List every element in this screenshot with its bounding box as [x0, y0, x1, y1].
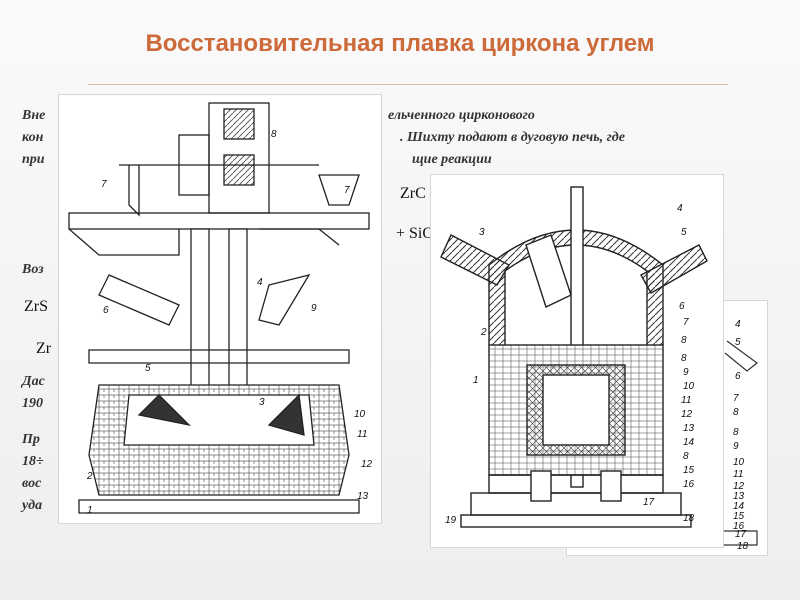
- paragraph-fragment-2: . Шихту подают в дуговую печь, где: [400, 130, 625, 145]
- right-figure-callout-3: 3: [479, 227, 485, 238]
- small-figure-callout-8: 8: [733, 427, 739, 438]
- right-figure-callout-12: 12: [681, 409, 693, 420]
- paragraph-line-9: вос: [22, 476, 42, 491]
- small-figure-callout-15: 15: [733, 511, 745, 522]
- figure-left-furnace: 8 7 7 6 4 9 5 3 10 11 12 13 2 1: [58, 94, 382, 524]
- paragraph-line-5: Дас: [22, 374, 45, 389]
- right-figure-callout-6: 6: [679, 301, 685, 312]
- formula-zrs: ZrS: [24, 298, 48, 315]
- paragraph-line-4: Воз: [22, 262, 44, 277]
- right-figure-callout-18: 18: [683, 513, 695, 524]
- left-figure-callout-6: 6: [103, 305, 109, 316]
- right-figure-callout-8: 8: [681, 353, 687, 364]
- small-figure-callout-9: 9: [733, 441, 739, 452]
- left-figure-callout-3: 3: [259, 397, 265, 408]
- left-figure-callout-7: 7: [344, 185, 350, 196]
- paragraph-line-3: при: [22, 152, 45, 167]
- right-figure-callout-9: 9: [683, 367, 689, 378]
- right-figure-callout-2: 2: [480, 327, 487, 338]
- left-figure-callout-4: 4: [257, 277, 263, 288]
- right-figure-callout-7: 7: [683, 317, 689, 328]
- small-figure-callout-7: 7: [733, 393, 739, 404]
- right-figure-callout-17: 17: [643, 497, 655, 508]
- paragraph-fragment-3: щие реакции: [412, 152, 492, 167]
- left-furnace-drawing: 8 7 7 6 4 9 5 3 10 11 12 13 2 1: [68, 102, 373, 516]
- left-figure-callout-10: 10: [354, 409, 366, 420]
- left-figure-callout-8: 8: [271, 129, 277, 140]
- paragraph-line-8: 18÷: [22, 454, 44, 469]
- small-figure-callout-12: 12: [733, 481, 745, 492]
- left-figure-callout-13: 13: [357, 491, 369, 502]
- small-figure-callout-17: 17: [735, 529, 747, 540]
- left-figure-callout-1: 1: [87, 505, 93, 516]
- right-figure-callout-1: 1: [473, 375, 479, 386]
- right-figure-callout-10: 10: [683, 381, 695, 392]
- paragraph-line-1: Вне: [22, 108, 46, 123]
- right-figure-callout-8: 8: [681, 335, 687, 346]
- small-figure-callout-4: 4: [735, 319, 741, 330]
- right-figure-callout-5: 5: [681, 227, 687, 238]
- small-figure-callout-5: 5: [735, 337, 741, 348]
- left-figure-callout-11: 11: [357, 429, 367, 440]
- paragraph-fragment-1: ельченного цирконового: [388, 108, 535, 123]
- right-figure-callout-16: 16: [683, 479, 695, 490]
- small-figure-callout-10: 10: [733, 457, 745, 468]
- small-figure-callout-16: 16: [733, 521, 745, 532]
- formula-zrc: ZrC: [400, 185, 426, 202]
- paragraph-line-10: уда: [22, 498, 43, 513]
- small-figure-callout-8: 8: [733, 407, 739, 418]
- formula-zr: Zr: [36, 340, 52, 357]
- left-figure-callout-2: 2: [86, 471, 93, 482]
- small-figure-callout-14: 14: [733, 501, 745, 512]
- small-figure-callout-18: 18: [737, 541, 749, 552]
- left-figure-callout-7: 7: [101, 179, 107, 190]
- paragraph-line-2: кон: [22, 130, 44, 145]
- right-figure-callout-14: 14: [683, 437, 695, 448]
- right-figure-callout-4: 4: [677, 203, 683, 214]
- left-figure-callout-12: 12: [361, 459, 373, 470]
- formula-sio: + SiO: [396, 225, 434, 242]
- right-figure-callout-15: 15: [683, 465, 695, 476]
- right-figure-callout-8: 8: [683, 451, 689, 462]
- paragraph-line-7: Пр: [22, 432, 40, 447]
- slide-title: Восстановительная плавка циркона углем: [145, 30, 655, 57]
- small-figure-callout-11: 11: [733, 469, 743, 480]
- right-figure-callout-13: 13: [683, 423, 695, 434]
- right-figure-callout-19: 19: [445, 515, 457, 526]
- left-figure-callout-5: 5: [145, 363, 151, 374]
- paragraph-line-6: 190: [22, 396, 43, 411]
- title-divider: [88, 84, 728, 85]
- right-figure-callout-11: 11: [681, 395, 691, 406]
- small-figure-callout-13: 13: [733, 491, 745, 502]
- left-figure-callout-9: 9: [311, 303, 317, 314]
- small-figure-callout-6: 6: [735, 371, 741, 382]
